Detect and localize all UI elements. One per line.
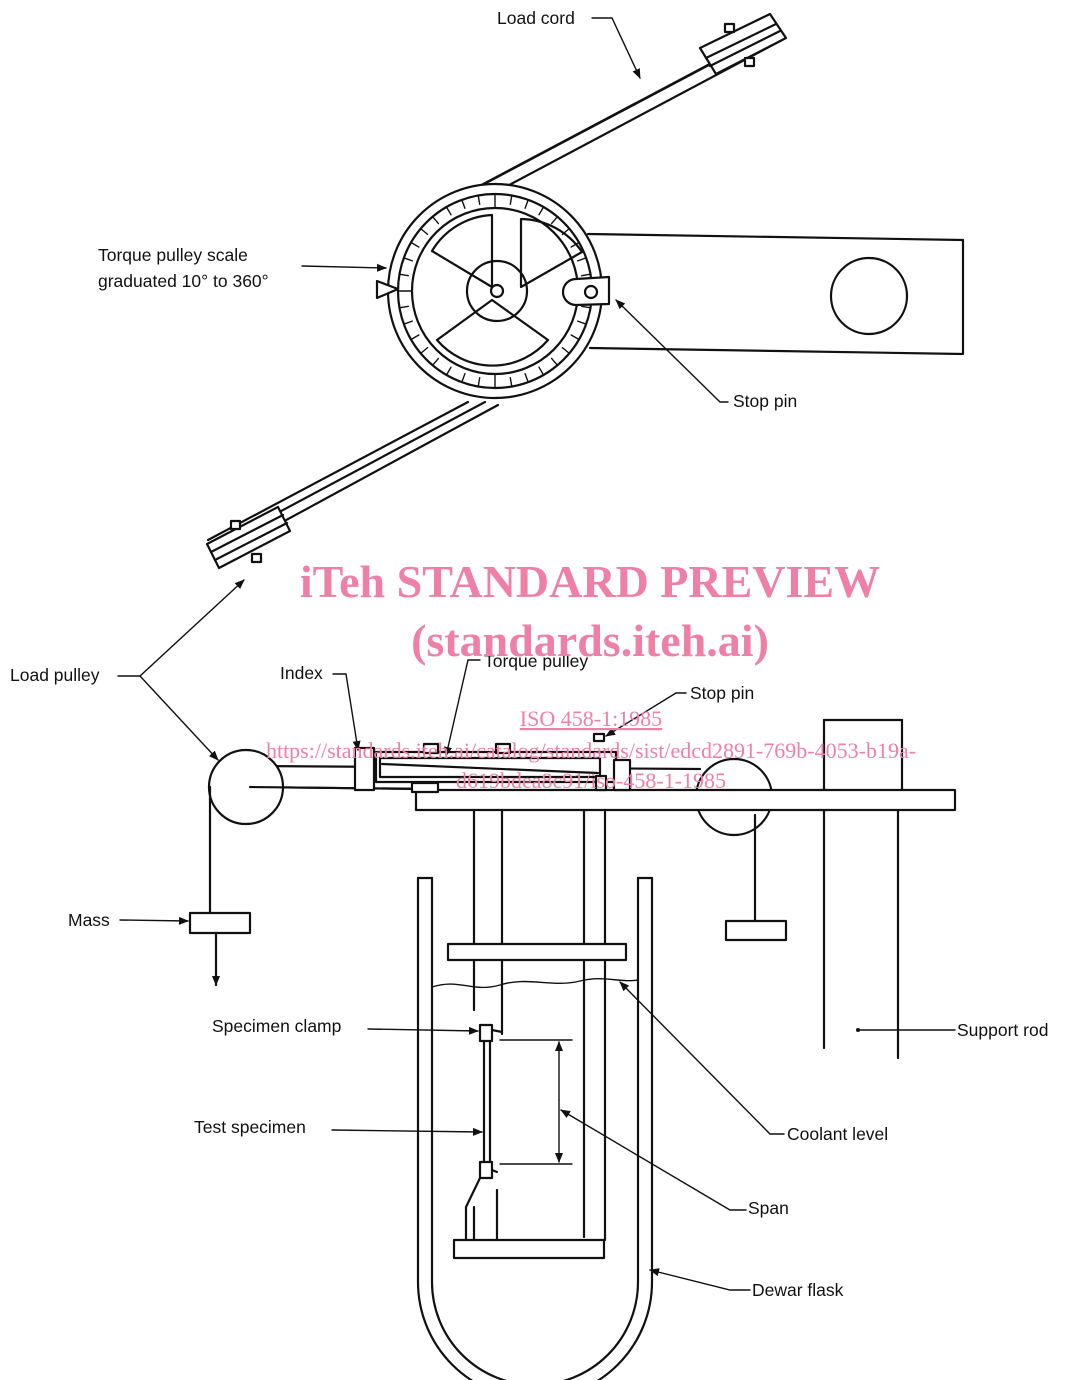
scale-tick (461, 373, 466, 383)
upper-cross-plate (446, 942, 628, 962)
scale-tick (509, 377, 513, 388)
label-load-pulley: Load pulley (10, 665, 100, 685)
top-view (205, 12, 965, 570)
stop-pin-top (561, 275, 611, 307)
scale-ticks (397, 193, 593, 389)
labels: Load cord Torque pulley scale graduated … (10, 8, 1048, 1300)
label-stop-pin-side: Stop pin (690, 683, 754, 703)
label-coolant-level: Coolant level (787, 1124, 888, 1144)
scale-tick (420, 346, 429, 355)
scale-tick (445, 366, 452, 376)
load-pulley-top-right (698, 12, 788, 76)
scale-tick (524, 199, 529, 210)
scale-tick (581, 273, 592, 277)
vertical-rods (472, 808, 607, 1242)
label-specimen-clamp: Specimen clamp (212, 1016, 341, 1036)
scale-tick (550, 215, 559, 225)
mass-weight (188, 785, 252, 987)
scale-tick (445, 206, 452, 216)
watermark-line-5[interactable]: d619bdea8c91/iso-458-1-1985 (456, 768, 726, 793)
scale-tick (403, 257, 413, 262)
scale-tick (538, 206, 545, 216)
scale-tick (509, 194, 513, 206)
label-torque-pulley: Torque pulley (484, 651, 588, 671)
span-dimension (499, 1039, 573, 1165)
scale-tick (398, 273, 409, 277)
side-view (188, 718, 957, 1380)
scale-tick (561, 346, 570, 355)
label-dewar-flask: Dewar flask (752, 1280, 844, 1300)
scale-tick (477, 194, 481, 206)
scale-tick (403, 320, 413, 325)
scale-tick (431, 215, 440, 225)
scale-tick (581, 305, 592, 309)
label-support-rod: Support rod (957, 1020, 1048, 1040)
coolant-level-line (431, 978, 639, 989)
watermark-line-1: iTeh STANDARD PREVIEW (300, 556, 880, 607)
torque-pulley-top (375, 182, 611, 400)
support-arm (586, 232, 965, 356)
leader-lines (117, 17, 956, 1291)
support-rod-dot (856, 1028, 860, 1032)
index-block (353, 746, 376, 792)
support-rod (822, 718, 904, 1060)
scale-tick (577, 257, 587, 262)
label-torque-scale-2: graduated 10° to 360° (98, 271, 269, 291)
label-index: Index (280, 663, 323, 683)
scale-tick (577, 320, 587, 325)
load-pulley-top-left (205, 505, 292, 570)
label-span: Span (748, 1198, 789, 1218)
scale-tick (538, 366, 545, 376)
scale-tick (461, 199, 466, 210)
watermark: iTeh STANDARD PREVIEW (standards.iteh.ai… (266, 556, 916, 793)
scale-tick (431, 357, 440, 366)
label-mass: Mass (68, 910, 110, 930)
watermark-line-3[interactable]: ISO 458-1:1985 (520, 706, 662, 731)
label-stop-pin-top: Stop pin (733, 391, 797, 411)
scale-tick (524, 373, 529, 383)
scale-tick (420, 227, 429, 236)
scale-tick (477, 377, 481, 388)
index-pointer (375, 279, 400, 300)
scale-tick (410, 334, 420, 341)
torque-pulley-side (374, 732, 632, 792)
label-test-specimen: Test specimen (194, 1117, 306, 1137)
scale-tick (398, 305, 409, 309)
watermark-line-2: (standards.iteh.ai) (411, 615, 769, 666)
label-load-cord: Load cord (497, 8, 575, 28)
lower-base-plate (452, 1238, 606, 1260)
watermark-line-4[interactable]: https://standards.iteh.ai/catalog/standa… (266, 738, 916, 763)
test-specimen (464, 1023, 504, 1242)
label-torque-scale-1: Torque pulley scale (98, 245, 248, 265)
scale-tick (570, 334, 580, 341)
scale-tick (550, 357, 559, 366)
dewar-flask (416, 876, 654, 1380)
scale-tick (410, 241, 420, 248)
load-pulley-side (207, 748, 440, 826)
